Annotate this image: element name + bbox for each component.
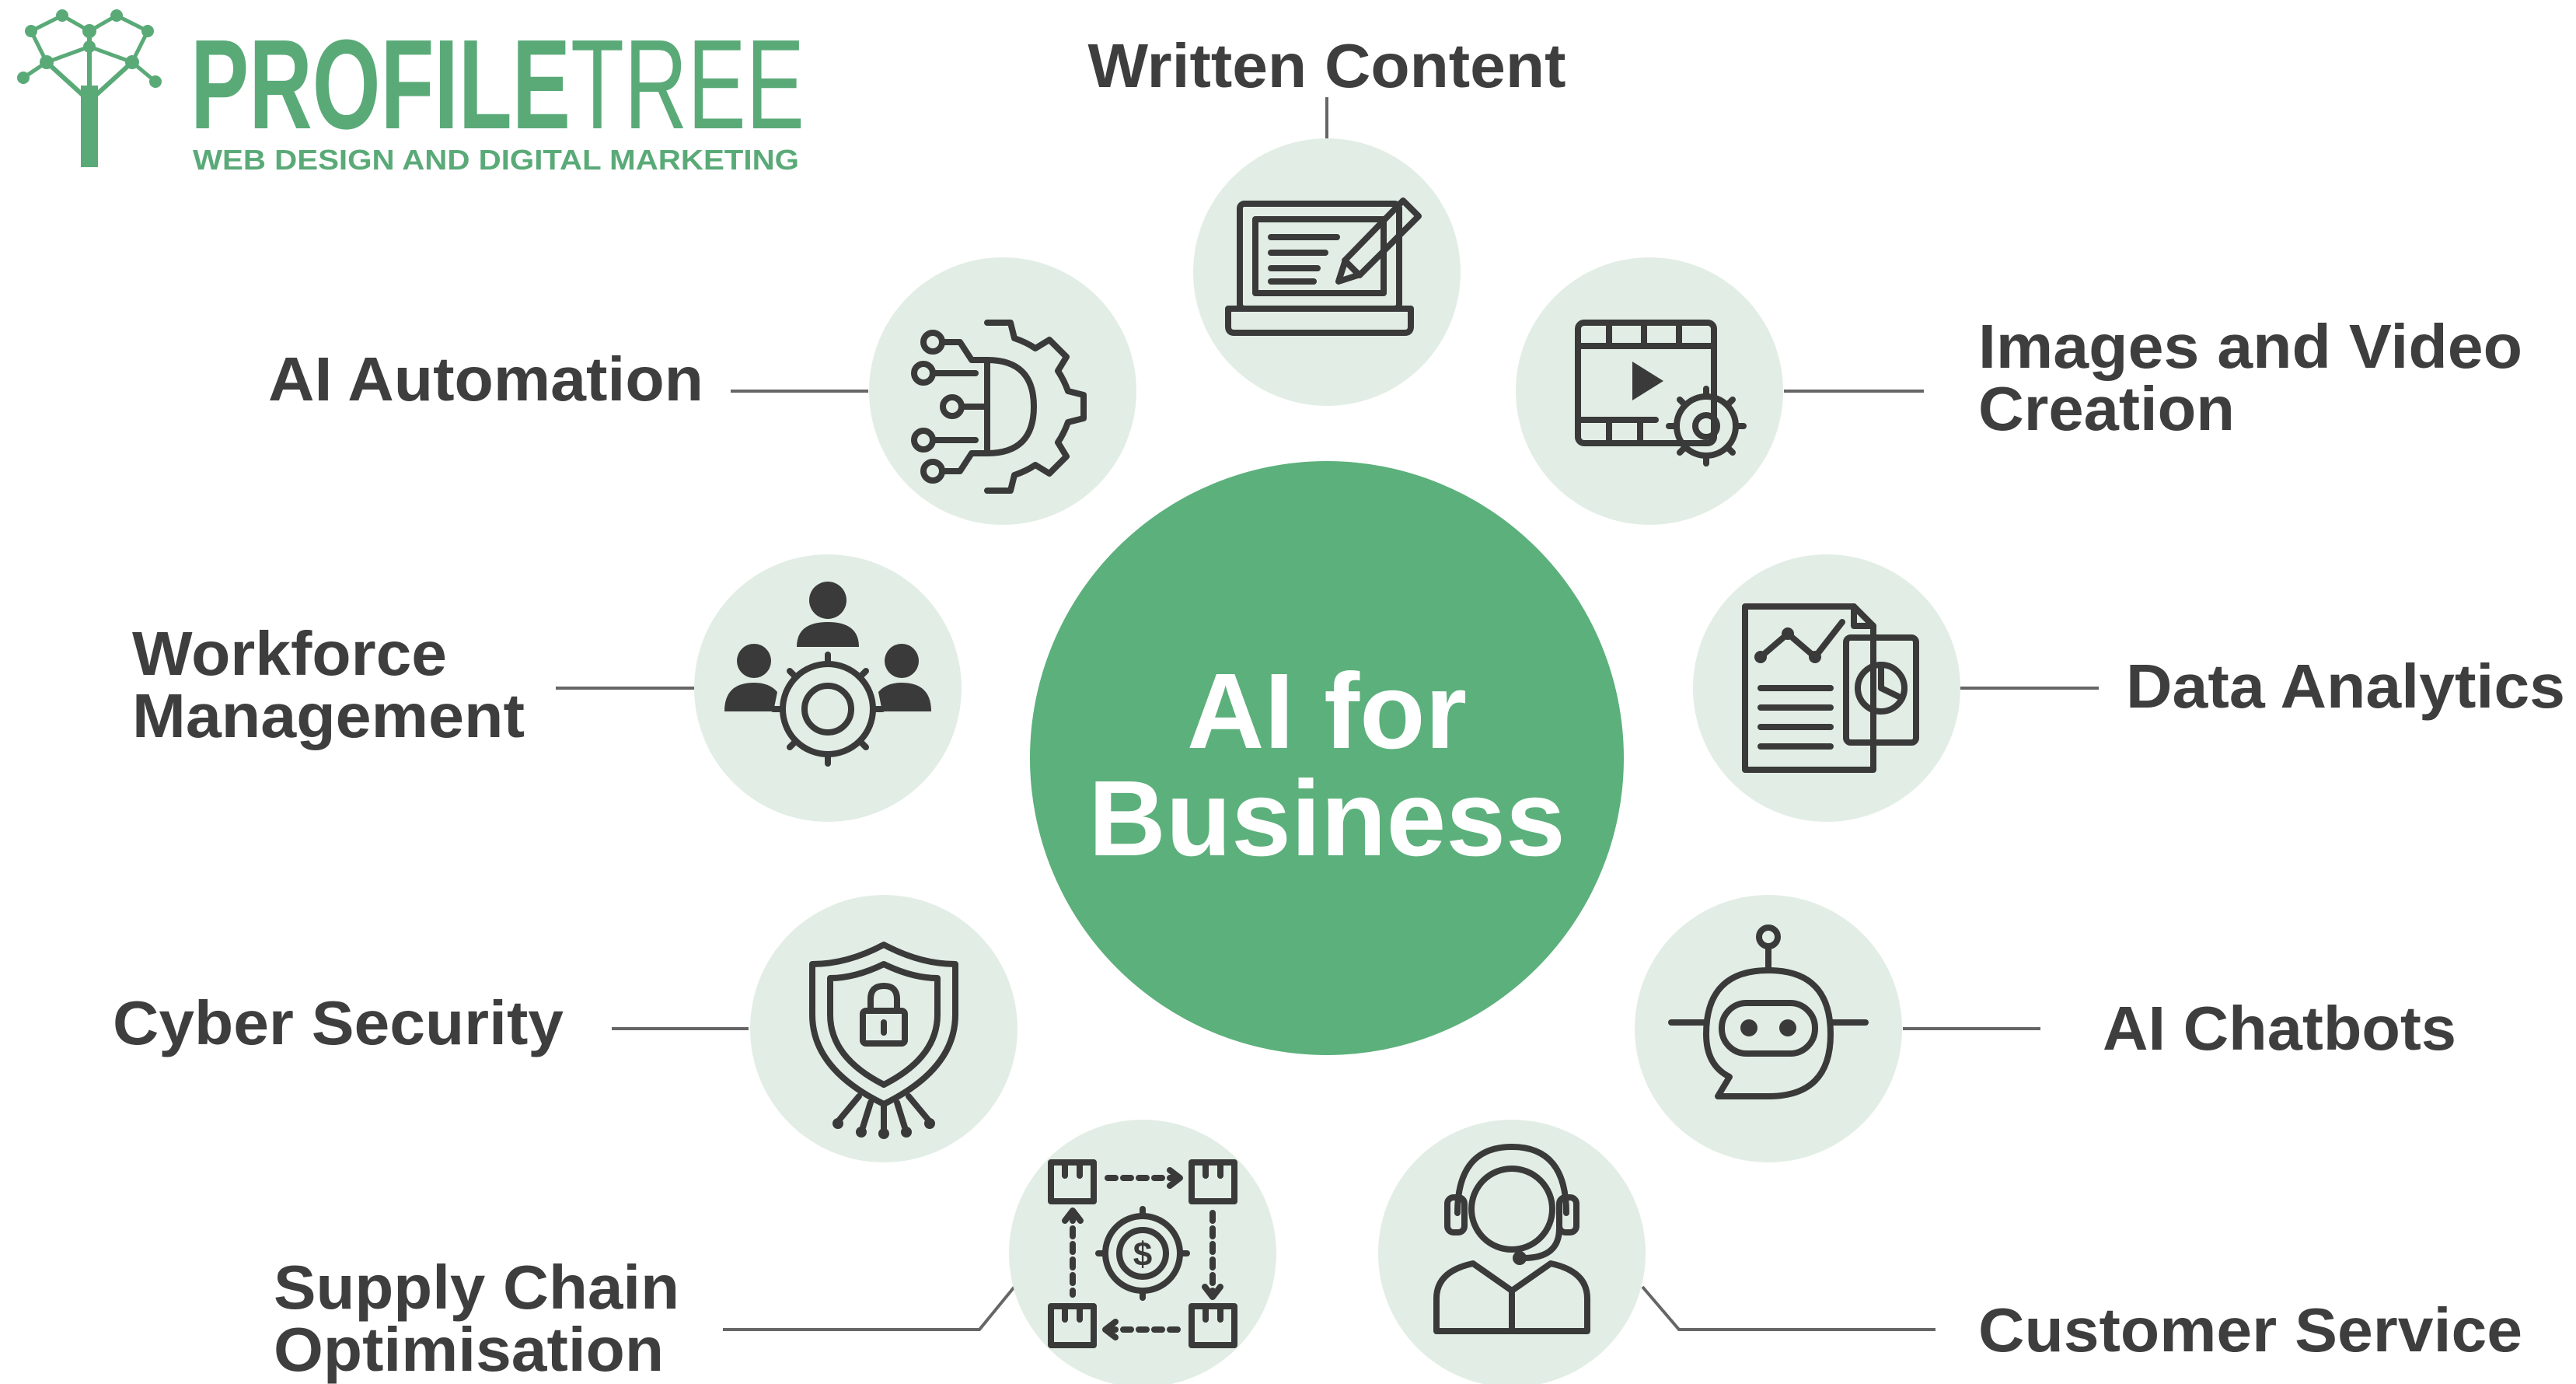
node-workforce: Workforce Management — [132, 554, 962, 822]
svg-text:PROFILETREE: PROFILETREE — [190, 13, 805, 156]
label-ai-automation: AI Automation — [268, 344, 703, 414]
shield-lock-icon — [809, 942, 958, 1139]
bubble-ai-chatbots — [1635, 895, 1902, 1162]
headset-agent-icon — [1433, 1144, 1590, 1334]
label-customer-service: Customer Service — [1978, 1295, 2522, 1365]
label-workforce-line1: Workforce — [132, 619, 447, 688]
node-images-video: Images and Video Creation — [1516, 257, 2522, 525]
label-ai-chatbots: AI Chatbots — [2103, 994, 2456, 1063]
center-hub: AI for Business — [1030, 461, 1624, 1055]
center-circle — [1030, 461, 1624, 1055]
center-title-line1: AI for — [1187, 652, 1467, 771]
brand-name-part1: PROFILE — [190, 13, 571, 156]
node-data-analytics: Data Analytics — [1693, 554, 2565, 822]
svg-text:$: $ — [1133, 1235, 1152, 1274]
node-ai-automation: AI Automation — [268, 257, 1136, 525]
bubble-ai-automation — [869, 257, 1136, 525]
label-supply-chain-line1: Supply Chain — [274, 1253, 679, 1322]
node-ai-chatbots: AI Chatbots — [1635, 895, 2456, 1162]
video-gear-icon — [1575, 320, 1747, 467]
brand-name-part2: TREE — [571, 13, 805, 156]
label-supply-chain-line2: Optimisation — [274, 1315, 664, 1384]
node-cyber-security: Cyber Security — [113, 895, 1017, 1162]
node-customer-service: Customer Service — [1378, 1120, 2522, 1384]
connector-supply-chain — [723, 1285, 1016, 1331]
label-workforce-line2: Management — [132, 681, 525, 750]
report-chart-icon — [1742, 603, 1919, 773]
supply-cycle-icon: $ — [1048, 1159, 1237, 1348]
bubble-images-video — [1516, 257, 1783, 525]
brand-tagline: WEB DESIGN AND DIGITAL MARKETING — [193, 144, 799, 176]
tree-network-icon — [17, 9, 162, 167]
node-supply-chain: $ Supply Chain Optimisation — [274, 1120, 1276, 1384]
label-written-content: Written Content — [1088, 31, 1566, 100]
laptop-pen-icon — [1225, 197, 1422, 336]
brand-logo: PROFILETREE WEB DESIGN AND DIGITAL MARKE… — [17, 9, 805, 176]
label-images-video-line1: Images and Video — [1978, 312, 2522, 381]
bubble-supply-chain — [1009, 1120, 1276, 1384]
bubble-written-content — [1193, 138, 1461, 406]
connector-lines — [556, 97, 2099, 1331]
circuit-gear-icon — [911, 320, 1087, 494]
label-images-video-line2: Creation — [1978, 374, 2235, 443]
center-title-line2: Business — [1088, 759, 1565, 879]
node-written-content: Written Content — [1088, 31, 1566, 406]
connector-customer-service — [1641, 1285, 1935, 1331]
label-data-analytics: Data Analytics — [2126, 652, 2565, 721]
label-cyber-security: Cyber Security — [113, 988, 564, 1057]
team-gear-icon — [724, 582, 931, 767]
robot-chat-icon — [1668, 924, 1869, 1099]
